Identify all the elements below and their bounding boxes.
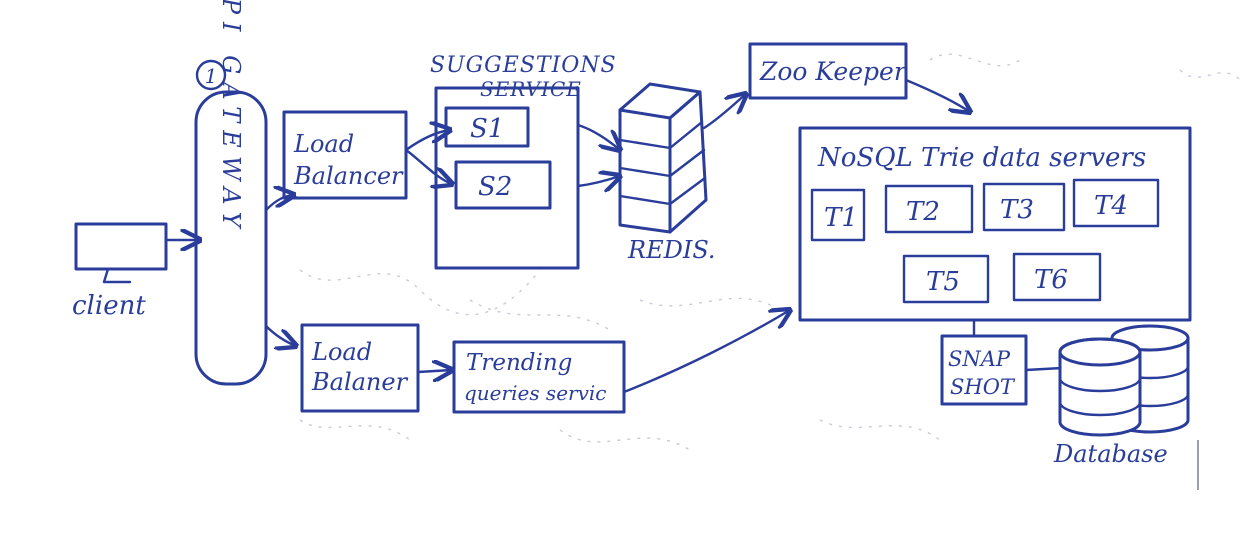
edge-service-to-redis-1 [576, 123, 620, 150]
trending-service-line2: queries servic [464, 381, 607, 405]
step-number-badge [195, 59, 227, 91]
load-balancer-bottom-line2: Balaner [311, 368, 409, 396]
zookeeper-node: Zoo Keeper [748, 42, 908, 100]
instance-s2-box [454, 160, 552, 210]
load-balancer-top-box [282, 110, 408, 200]
trie-node-t2-label: T2 [906, 197, 940, 227]
snapshot-line2: SHOT [950, 375, 1016, 399]
suggestions-title-line1: SUGGESTIONS [430, 53, 617, 78]
trie-node-t1-box [810, 188, 866, 242]
load-balancer-bottom-box [300, 323, 420, 413]
instance-s2-label: S2 [478, 172, 512, 202]
monitor-icon [74, 222, 168, 271]
trie-node-t4-box [1072, 178, 1160, 228]
load-balancer-bottom-node: Load Balaner [300, 323, 420, 413]
load-balancer-top-line1: Load [293, 130, 354, 158]
trending-service-box [452, 340, 626, 414]
client-label: client [72, 291, 146, 321]
snapshot-line1: SNAP [948, 347, 1011, 371]
redis-node: REDIS. [618, 82, 716, 264]
trie-node-t3-label: T3 [1000, 195, 1034, 225]
edge-snapshot-to-database [1024, 366, 1064, 372]
suggestions-service-box [434, 86, 580, 270]
snapshot-node: SNAP SHOT [940, 334, 1028, 406]
database-label: Database [1053, 440, 1168, 468]
paper-bleed-through [299, 53, 1241, 451]
trie-node-t6-label: T6 [1034, 265, 1068, 295]
edge-trending-to-trie [622, 310, 790, 394]
trie-servers-box [798, 126, 1192, 322]
load-balancer-bottom-line1: Load [311, 338, 372, 366]
trie-servers-node: NoSQL Trie data servers T1 T2 T3 T4 T5 T… [798, 126, 1192, 322]
edge-zookeeper-to-trie [904, 78, 970, 112]
client-node: client [72, 222, 168, 321]
instance-s1-box [444, 106, 530, 148]
edge-lb-bottom-to-trending [416, 370, 452, 372]
edge-lb-top-to-s1 [404, 130, 450, 152]
suggestions-service-node: SUGGESTIONS SERVICE S1 S2 [430, 53, 617, 270]
trie-node-t3-box [982, 182, 1066, 232]
trending-service-node: Trending queries servic [452, 340, 626, 414]
edge-gateway-to-lb-top [264, 195, 294, 212]
trending-service-line1: Trending [466, 350, 572, 376]
trie-node-t2-box [884, 184, 974, 234]
load-balancer-top-node: Load Balancer [282, 110, 408, 200]
redis-label: REDIS. [627, 236, 716, 264]
edge-gateway-to-lb-bottom [264, 324, 296, 346]
gateway-label: API GATEWAY [217, 0, 245, 235]
api-gateway-node: 1 API GATEWAY [194, 0, 268, 386]
edge-lb-top-to-s2 [404, 148, 452, 184]
gateway-box [194, 90, 268, 386]
zookeeper-label: Zoo Keeper [759, 57, 908, 86]
edge-redis-to-zookeeper [702, 94, 746, 130]
edge-service-to-redis-2 [576, 176, 620, 186]
trie-servers-title: NoSQL Trie data servers [817, 143, 1146, 173]
trie-node-t4-label: T4 [1094, 191, 1128, 221]
trie-node-t6-box [1012, 252, 1102, 302]
instance-s1-label: S1 [470, 114, 504, 144]
trie-node-t1-label: T1 [824, 203, 858, 233]
step-number: 1 [205, 64, 218, 88]
monitor-stand [102, 267, 132, 284]
trie-node-t5-box [902, 254, 990, 304]
trie-node-t5-label: T5 [926, 267, 960, 297]
database-node: Database [1053, 324, 1190, 468]
database-icon [1058, 324, 1190, 437]
load-balancer-top-line2: Balancer [293, 162, 404, 190]
zookeeper-box [748, 42, 908, 100]
redis-stack-icon [618, 82, 708, 234]
